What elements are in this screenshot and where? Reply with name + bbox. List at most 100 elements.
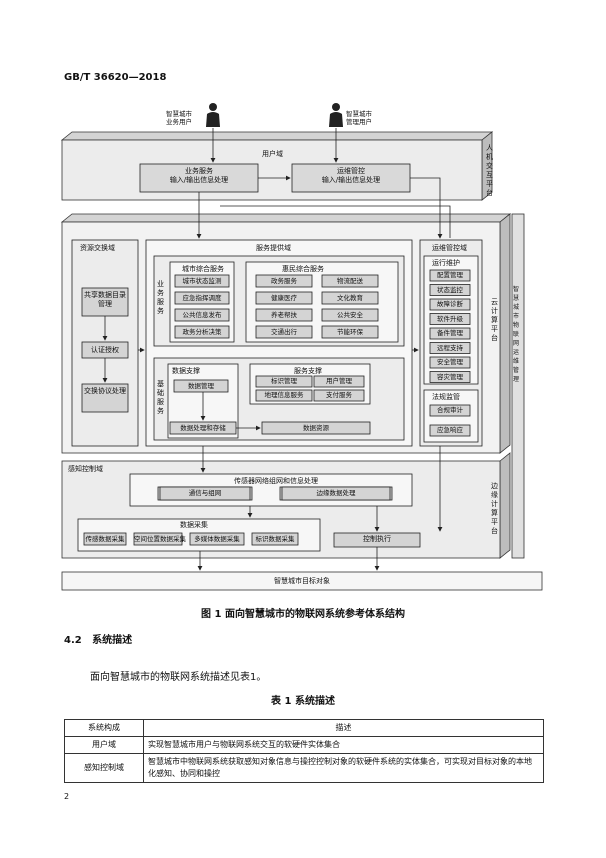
maintenance-item: 容灾管理 [437,372,463,381]
people-service-item-frame [321,325,379,339]
people-service-item: 节能环保 [337,327,363,336]
sensing-domain-title: 感知控制域 [68,465,103,473]
maintenance-item-frame [429,342,471,354]
people-service-item-frame [321,274,379,288]
edge-platform-label: 边缘计算平台 [491,482,498,535]
table-cell: 感知控制域 [64,753,144,783]
standard-number: GB/T 36620—2018 [64,72,167,83]
maintenance-item-frame [429,356,471,369]
collection-item-frame [251,532,299,546]
table-caption: 表 1 系统描述 [271,696,335,707]
ops-management-label: 智慧城市物联网运维管理 [513,286,520,383]
ops-to-ops-domain-arrow [410,177,443,239]
table-cell: 用户域 [64,736,144,754]
city-service-item: 政务分析决策 [182,327,222,336]
base-service-label: 基础服务 [157,380,164,415]
box-line: 业务服务 [185,167,213,175]
people-service-item-frame [255,325,313,339]
collection-item: 传感数据采集 [85,534,125,543]
city-user-label: 智慧城市 业务用户 [166,110,192,126]
ops-management-box: 运维管控 输入/输出信息处理 [292,167,410,185]
maintenance-item: 备件管理 [437,329,463,337]
figure-caption: 图 1 面向智慧城市的物联网系统参考体系结构 [201,609,405,620]
target-object-bar: 智慧城市目标对象 [274,577,330,585]
data-resource-box-frame [261,421,371,435]
business-service-box: 业务服务 输入/输出信息处理 [140,167,258,185]
people-service-item: 健康医疗 [271,293,297,302]
collection-item-frame [189,532,245,546]
regulation-item: 应急响应 [437,426,463,434]
network-item: 边缘数据处理 [316,489,356,497]
page-number: 2 [64,792,70,801]
data-processing-box: 数据处理和存储 [180,423,226,432]
regulation-item-frame [429,424,471,437]
table-row: 感知控制域 智慧城市中物联网系统获取感知对象信息与操控控制对象的软硬件系统的实体… [64,753,544,783]
auth-box: 认证授权 [91,346,119,354]
data-management-box: 数据管理 [188,381,214,390]
service-support-item: 标识管理 [271,377,297,385]
people-service-item-frame [255,274,313,288]
people-service-item-frame [321,291,379,305]
resource-exchange-title: 资源交换域 [80,244,115,252]
network-item-frame [159,486,251,501]
table-row: 用户域 实现智慧城市用户与物联网系统交互的软硬件实体集合 [64,736,544,754]
regulation-item: 合规审计 [437,406,463,414]
people-service-item-frame [321,308,379,322]
maintenance-item: 安全管理 [437,358,463,366]
people-service-item-frame [255,308,313,322]
section-heading: 4.2 系统描述 [64,635,133,646]
exchange-protocol-box: 交换协议处理 [84,387,126,395]
maintenance-item-frame [429,313,471,325]
service-support-title: 服务支撑 [294,367,322,375]
collection-item-frame [83,532,127,546]
ops-domain-title: 运维管控域 [432,244,467,252]
service-support-item-frame [255,375,313,388]
section-number: 4.2 [64,635,82,646]
city-user-label-line: 智慧城市 [166,110,192,118]
city-service-item-frame [174,308,230,322]
section-title: 系统描述 [92,635,133,646]
city-user-icon [206,103,220,127]
table-header-cell: 系统构成 [64,719,144,737]
table-cell: 实现智慧城市用户与物联网系统交互的软硬件实体集合 [143,736,544,754]
city-service-title: 城市综合服务 [182,265,224,273]
maintenance-item-frame [429,298,471,311]
admin-user-label: 智慧城市 管理用户 [346,110,372,126]
people-service-item: 公共安全 [337,310,363,319]
people-service-item-frame [255,291,313,305]
service-support-item-frame [313,375,365,388]
service-support-item: 地理信息服务 [264,391,304,399]
system-description-table: 系统构成 描述 用户域 实现智慧城市用户与物联网系统交互的软硬件实体集合 感知控… [64,719,544,783]
shared-catalog-box: 共享数据目录管理 [84,291,126,308]
collection-title: 数据采集 [180,521,208,529]
data-resource-box: 数据资源 [303,423,329,432]
body-paragraph: 面向智慧城市的物联网系统描述见表1。 [90,672,267,683]
maintenance-item: 配置管理 [437,271,463,279]
data-management-box-frame [173,379,229,393]
maintenance-item-frame [429,371,471,383]
collection-item: 多媒体数据采集 [194,534,240,543]
people-service-item: 养老帮扶 [271,310,297,319]
city-service-item-frame [174,291,230,305]
data-support-title: 数据支撑 [172,367,200,375]
maintenance-item: 远程支持 [437,343,463,352]
regulation-item-frame [429,404,471,417]
maintenance-title: 运行维护 [432,259,460,267]
maintenance-item-frame [429,327,471,340]
city-service-item-frame [174,274,230,288]
people-service-item: 物流配送 [337,276,363,285]
city-service-item: 城市状态监测 [182,276,222,285]
collection-item: 标识数据采集 [255,534,295,543]
feedback-line [220,205,451,238]
business-service-label: 业务服务 [157,280,164,315]
service-support-item-frame [313,389,365,402]
city-service-item-frame [174,325,230,339]
user-domain-title: 用户域 [262,150,283,158]
cloud-platform-label: 云计算平台 [491,298,498,342]
people-service-item: 文化教育 [337,293,363,302]
service-provision-title: 服务提供域 [256,244,291,252]
people-service-item: 交通出行 [271,327,297,336]
admin-user-label-line: 智慧城市 [346,110,372,118]
maintenance-item: 状态监控 [437,285,463,294]
table-header-cell: 描述 [143,719,544,737]
